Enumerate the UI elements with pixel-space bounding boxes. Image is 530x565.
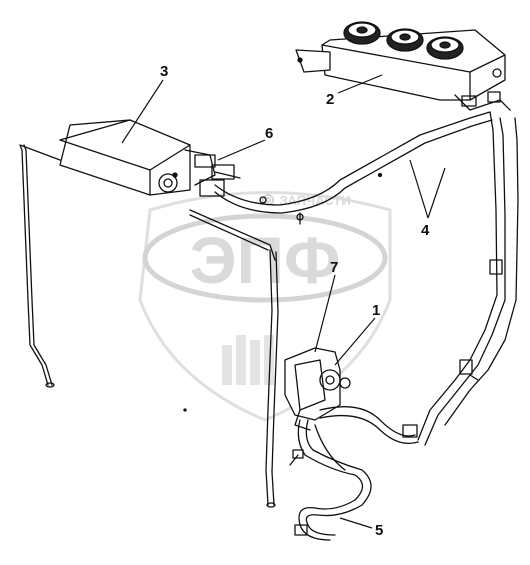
watermark-grain-icon [222,335,274,385]
leader-4a [409,159,429,219]
right-return-line [417,111,519,446]
watermark-caption: ЗАПЧАСТИ [279,193,350,208]
left-drain-tube [19,144,61,388]
callout-7: 7 [330,259,338,276]
callout-leaders [121,74,446,529]
compressor-assembly [284,347,419,445]
assembly-drawing [19,21,519,541]
callout-3: 3 [160,63,168,80]
callout-labels: 3 2 6 4 7 1 5 [160,63,430,539]
heater-box [59,119,216,196]
watermark-gear-icon [262,194,274,206]
leader-6 [217,139,266,161]
leader-4b [427,167,446,219]
fan-unit [295,21,511,111]
leader-1 [334,317,376,366]
leader-5 [339,517,373,529]
callout-2: 2 [326,91,334,108]
watermark-oval [142,213,388,303]
callout-4: 4 [421,222,430,239]
fan-left-icon [343,21,381,45]
watermark-letters: ЭПФ [190,223,341,297]
callout-1: 1 [372,302,380,319]
main-hose [189,111,493,261]
callout-6: 6 [265,125,273,142]
leader-7 [314,274,336,353]
fan-right-icon [426,36,464,60]
watermark-shield [138,191,392,422]
callout-5: 5 [375,522,383,539]
fan-middle-icon [386,28,424,52]
leader-2 [337,74,383,94]
leader-3 [121,79,164,144]
watermark-logo: ЭПФ ЗАПЧАСТИ [138,191,392,422]
center-vertical-tube [265,249,279,508]
loop-hose [289,419,372,541]
valve-block [194,154,241,197]
